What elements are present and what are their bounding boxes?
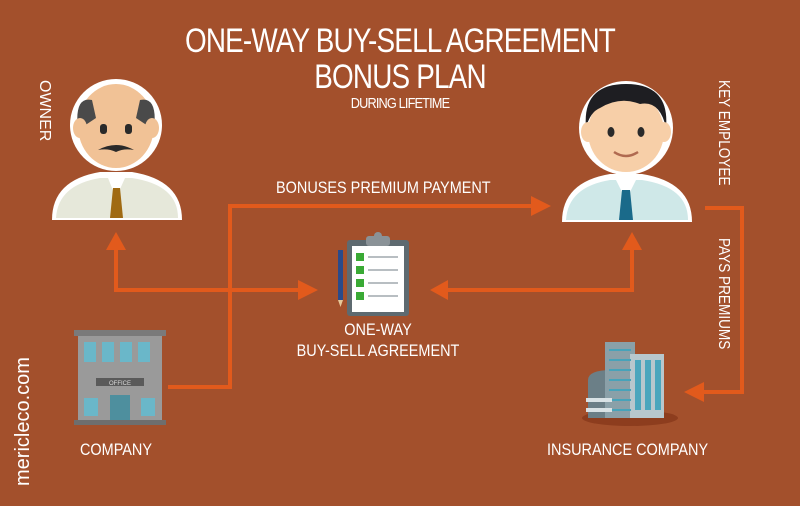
- title-line-1: ONE-WAY BUY-SELL AGREEMENT: [184, 22, 616, 60]
- title-line-2: BONUS PLAN: [314, 58, 486, 96]
- arrow-pays-premiums: [684, 206, 744, 402]
- arrow-agreement-key-employee: [430, 232, 642, 300]
- bonuses-premium-payment-label: BONUSES PREMIUM PAYMENT: [276, 178, 491, 197]
- subtitle: DURING LIFETIME: [350, 95, 450, 112]
- building-sign-text: OFFICE: [109, 381, 131, 387]
- owner-label: OWNER: [36, 80, 53, 142]
- key-employee-label: KEY EMPLOYEE: [715, 80, 732, 186]
- company-label: COMPANY: [80, 440, 152, 459]
- clipboard-checklist-icon: [338, 232, 409, 316]
- agreement-label-line-1: ONE-WAY: [344, 320, 412, 339]
- watermark-text: mericleco.com: [12, 357, 34, 486]
- insurance-building-icon: [582, 342, 678, 426]
- office-building-icon: OFFICE: [74, 330, 166, 425]
- arrow-bonuses-premium-payment: [168, 196, 551, 389]
- pays-premiums-label: PAYS PREMIUMS: [715, 238, 732, 350]
- agreement-label-line-2: BUY-SELL AGREEMENT: [296, 341, 460, 360]
- insurance-company-label: INSURANCE COMPANY: [547, 440, 709, 459]
- owner-person-icon: [52, 79, 182, 220]
- key-employee-person-icon: [562, 81, 692, 222]
- arrow-owner-agreement: [106, 232, 318, 300]
